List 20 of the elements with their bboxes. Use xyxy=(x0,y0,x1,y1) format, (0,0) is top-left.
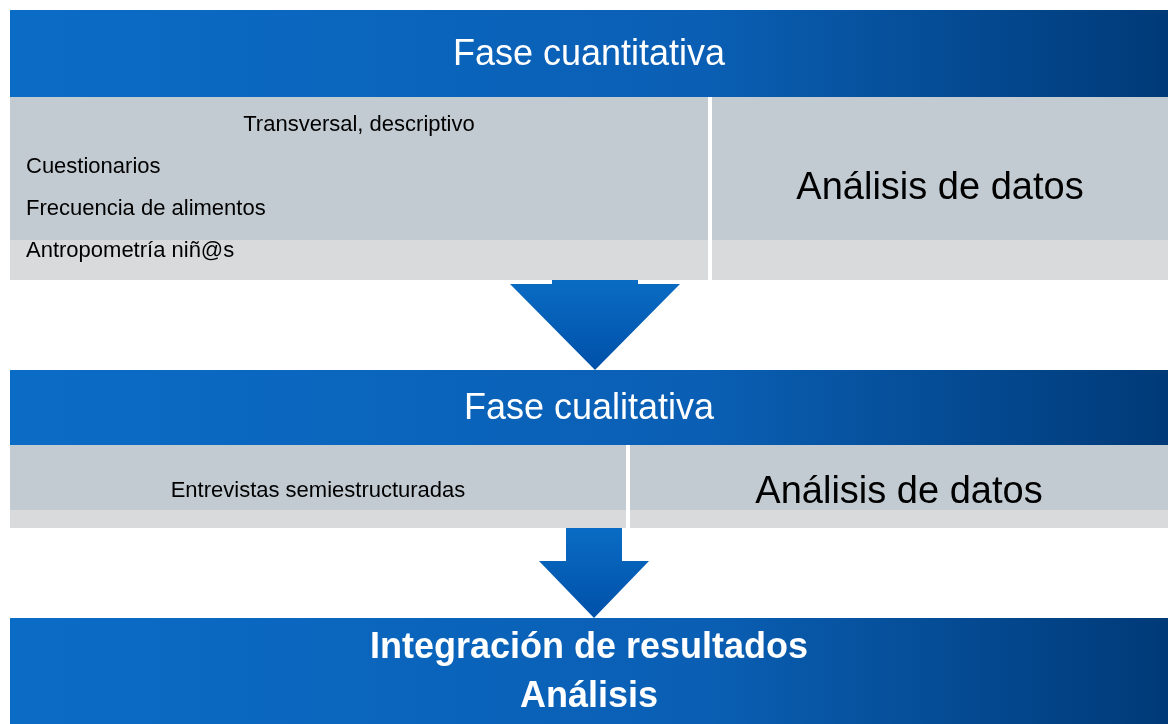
phase-header-band xyxy=(10,618,1168,724)
panel-text: Cuestionarios xyxy=(26,153,161,179)
phase-header-band xyxy=(10,370,1168,445)
block-arrow xyxy=(539,528,649,618)
content-panel xyxy=(630,445,1168,528)
phase-title: Fase cualitativa xyxy=(463,385,715,430)
panel-text: Antropometría niñ@s xyxy=(26,237,235,263)
block-arrow xyxy=(510,280,680,370)
panel-text: Transversal, descriptivo xyxy=(242,111,476,137)
phase-title: Análisis xyxy=(519,673,659,717)
phase-title: Fase cuantitativa xyxy=(452,31,726,76)
phase-header-band xyxy=(10,10,1168,97)
content-panel xyxy=(10,445,626,528)
panel-text: Entrevistas semiestructuradas xyxy=(169,477,467,503)
content-panel xyxy=(10,97,708,280)
phase-title: Integración de resultados xyxy=(369,624,809,669)
panel-text: Análisis de datos xyxy=(754,469,1044,512)
content-panel xyxy=(712,97,1168,280)
panel-text: Análisis de datos xyxy=(795,165,1085,208)
panel-text: Frecuencia de alimentos xyxy=(26,195,266,221)
